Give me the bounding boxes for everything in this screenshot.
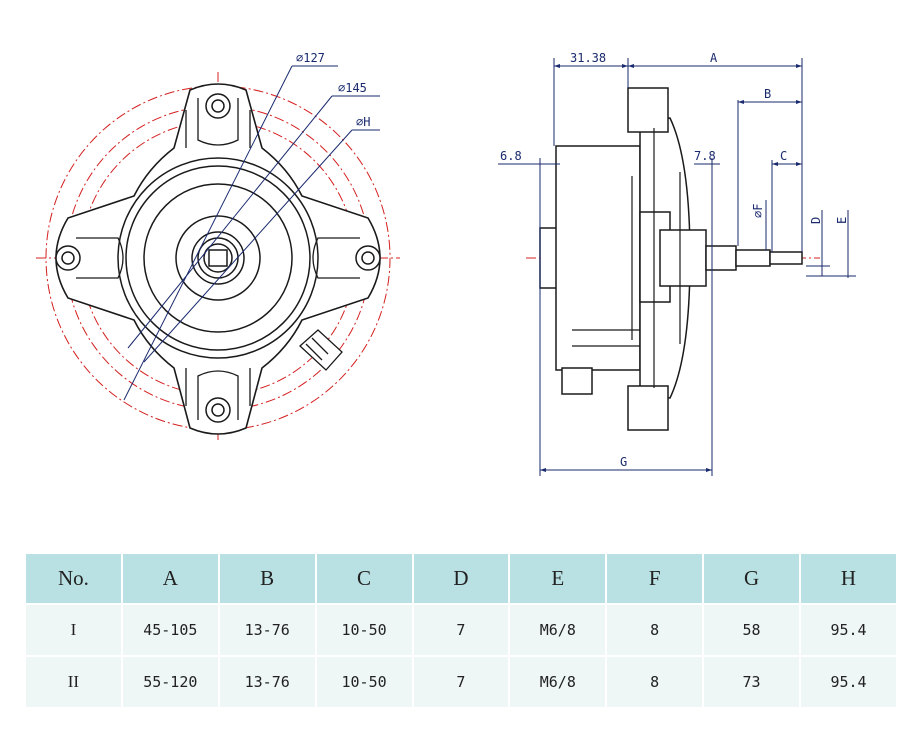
- table-cell: 58: [704, 605, 799, 655]
- table-cell: M6/8: [510, 605, 606, 655]
- table-header-row: No. A B C D E F G H: [26, 554, 896, 603]
- dim-d127: ⌀127: [296, 51, 325, 65]
- table-cell: 8: [607, 605, 703, 655]
- table-cell: 8: [607, 657, 703, 707]
- table-cell: 7: [413, 657, 509, 707]
- dim-A: A: [710, 51, 718, 65]
- table-cell: 7: [413, 605, 509, 655]
- dim-B: B: [764, 87, 771, 101]
- table-cell: 45-105: [122, 605, 218, 655]
- table-cell: 13-76: [219, 605, 315, 655]
- col-header-no: No.: [26, 554, 121, 603]
- dim-dH: ⌀H: [356, 115, 370, 129]
- dim-G: G: [620, 455, 627, 469]
- col-header-f: F: [607, 554, 703, 603]
- dim-D: D: [809, 217, 823, 224]
- table-row: I 45-105 13-76 10-50 7 M6/8 8 58 95.4: [26, 605, 896, 655]
- technical-drawing: ⌀127 ⌀145 ⌀H: [36, 51, 856, 476]
- dim-d145: ⌀145: [338, 81, 367, 95]
- col-header-a: A: [122, 554, 218, 603]
- table-cell: 95.4: [801, 605, 896, 655]
- table-cell: 73: [704, 657, 799, 707]
- col-header-c: C: [316, 554, 412, 603]
- dim-dF: ⌀F: [751, 204, 765, 218]
- col-header-d: D: [413, 554, 509, 603]
- front-view: ⌀127 ⌀145 ⌀H: [36, 51, 400, 440]
- col-header-h: H: [801, 554, 896, 603]
- spec-table: No. A B C D E F G H I 45-105 13-76 10-50…: [24, 552, 898, 709]
- dim-7-8: 7.8: [694, 149, 716, 163]
- dim-E: E: [835, 217, 849, 224]
- col-header-b: B: [219, 554, 315, 603]
- table-cell: II: [26, 657, 121, 707]
- table-row: II 55-120 13-76 10-50 7 M6/8 8 73 95.4: [26, 657, 896, 707]
- dim-C: C: [780, 149, 787, 163]
- dim-31-38: 31.38: [570, 51, 606, 65]
- table-cell: I: [26, 605, 121, 655]
- col-header-e: E: [510, 554, 606, 603]
- table-cell: 10-50: [316, 605, 412, 655]
- table-cell: 95.4: [801, 657, 896, 707]
- col-header-g: G: [704, 554, 799, 603]
- dim-6-8: 6.8: [500, 149, 522, 163]
- table-cell: M6/8: [510, 657, 606, 707]
- table-cell: 13-76: [219, 657, 315, 707]
- table-cell: 55-120: [122, 657, 218, 707]
- table-cell: 10-50: [316, 657, 412, 707]
- side-view: 31.38 A B 6.8 7.8 C ⌀F D E G: [498, 51, 856, 476]
